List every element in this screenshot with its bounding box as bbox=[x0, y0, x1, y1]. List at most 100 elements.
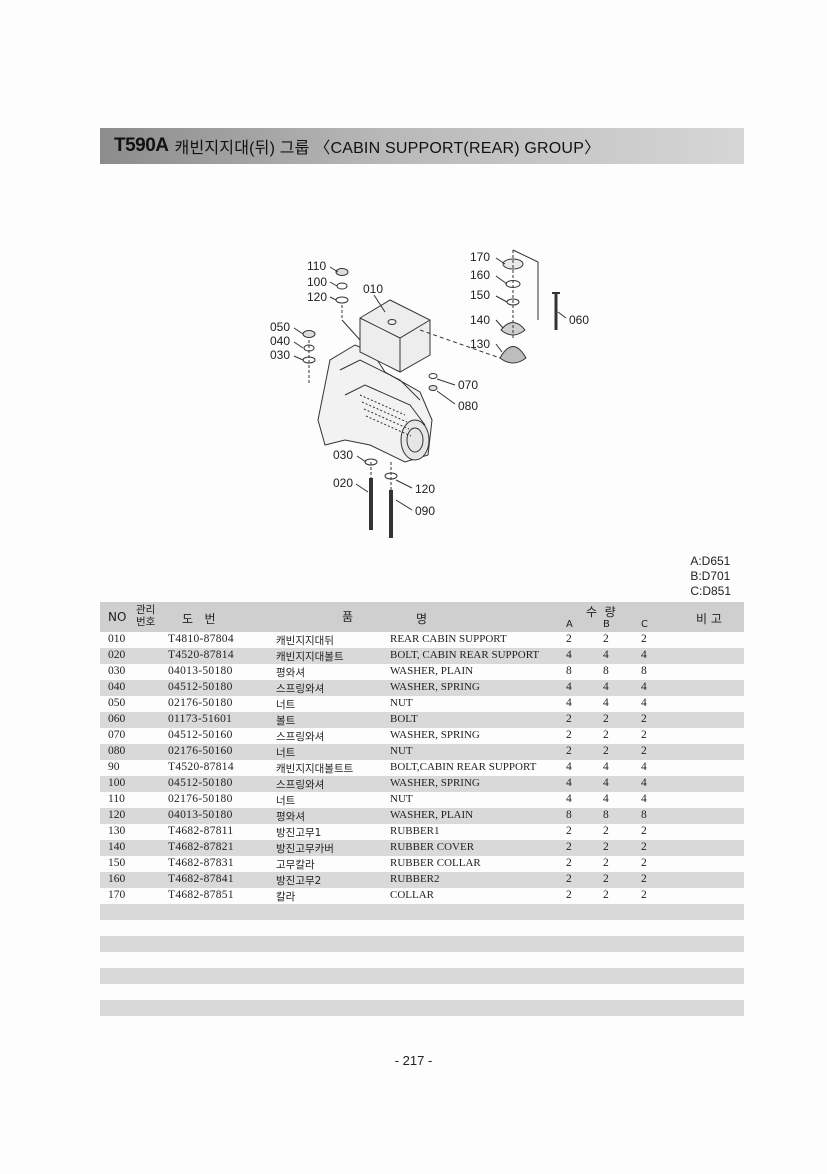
header-qty-b: B bbox=[603, 619, 610, 630]
cell-b: 4 bbox=[603, 697, 609, 709]
header-name-a: 품 bbox=[342, 610, 354, 624]
cell-kor: 칼라 bbox=[276, 891, 296, 903]
cell-eng: BOLT, CABIN REAR SUPPORT bbox=[390, 649, 540, 661]
header-qty-c: C bbox=[641, 619, 648, 630]
cell-part: 02176-50180 bbox=[168, 793, 233, 805]
cell-part: 02176-50180 bbox=[168, 697, 233, 709]
callout-030: 030 bbox=[270, 348, 290, 362]
cell-c: 2 bbox=[641, 825, 647, 837]
table-row bbox=[100, 984, 744, 1000]
exploded-parts-diagram: 110 100 120 010 050 040 030 170 160 150 … bbox=[270, 249, 589, 538]
cell-eng: NUT bbox=[390, 745, 413, 757]
model-code: T590A bbox=[114, 135, 169, 156]
cell-kor: 방진고무카버 bbox=[276, 843, 334, 855]
cell-a: 4 bbox=[566, 777, 572, 789]
cell-b: 4 bbox=[603, 777, 609, 789]
callout-060: 060 bbox=[569, 313, 589, 327]
cell-c: 2 bbox=[641, 713, 647, 725]
cell-c: 2 bbox=[641, 873, 647, 885]
page-number: - 217 - bbox=[394, 1053, 433, 1068]
group-title: 캐빈지지대(뒤) 그룹 〈CABIN SUPPORT(REAR) GROUP〉 bbox=[174, 140, 601, 157]
table-row bbox=[100, 968, 744, 984]
cell-eng: NUT bbox=[390, 793, 413, 805]
cell-b: 2 bbox=[603, 857, 609, 869]
cell-c: 4 bbox=[641, 697, 647, 709]
cell-c: 8 bbox=[641, 665, 647, 677]
cell-c: 2 bbox=[641, 889, 647, 901]
cell-part: T4682-87811 bbox=[168, 825, 234, 837]
cell-kor: 너트 bbox=[276, 747, 296, 759]
cell-eng: WASHER, SPRING bbox=[390, 729, 480, 741]
cell-eng: REAR CABIN SUPPORT bbox=[390, 633, 507, 645]
cell-b: 4 bbox=[603, 681, 609, 693]
cell-part: T4520-87814 bbox=[168, 761, 234, 773]
cell-a: 4 bbox=[566, 793, 572, 805]
callout-120-lower: 120 bbox=[415, 482, 435, 496]
cell-b: 2 bbox=[603, 729, 609, 741]
cell-b: 4 bbox=[603, 761, 609, 773]
cell-no: 170 bbox=[108, 889, 126, 901]
cell-no: 080 bbox=[108, 745, 126, 757]
cell-c: 4 bbox=[641, 649, 647, 661]
cell-c: 2 bbox=[641, 745, 647, 757]
cell-no: 050 bbox=[108, 697, 126, 709]
cell-no: 020 bbox=[108, 649, 126, 661]
header-mgmt-no: 관리 번호 bbox=[136, 604, 155, 628]
cell-no: 150 bbox=[108, 857, 126, 869]
header-no: NO bbox=[108, 610, 127, 624]
callout-030-lower: 030 bbox=[333, 448, 353, 462]
cell-eng: NUT bbox=[390, 697, 413, 709]
table-row bbox=[100, 904, 744, 920]
cell-a: 2 bbox=[566, 745, 572, 757]
cell-part: 04013-50180 bbox=[168, 809, 233, 821]
cell-no: 90 bbox=[108, 761, 120, 773]
cell-eng: BOLT,CABIN REAR SUPPORT bbox=[390, 761, 537, 773]
cell-eng: RUBBER1 bbox=[390, 825, 440, 837]
cell-part: 04013-50180 bbox=[168, 665, 233, 677]
cell-eng: RUBBER2 bbox=[390, 873, 440, 885]
callout-090: 090 bbox=[415, 504, 435, 518]
cell-no: 100 bbox=[108, 777, 126, 789]
cell-no: 040 bbox=[108, 681, 126, 693]
cell-b: 2 bbox=[603, 873, 609, 885]
cell-a: 2 bbox=[566, 873, 572, 885]
cell-no: 010 bbox=[108, 633, 126, 645]
cell-part: T4682-87851 bbox=[168, 889, 234, 901]
cell-part: T4682-87841 bbox=[168, 873, 234, 885]
callout-010: 010 bbox=[363, 282, 383, 296]
cell-part: T4682-87831 bbox=[168, 857, 234, 869]
cell-b: 8 bbox=[603, 809, 609, 821]
cell-b: 2 bbox=[603, 841, 609, 853]
header-remark: 비 고 bbox=[696, 612, 722, 626]
section-title-bar: T590A 캐빈지지대(뒤) 그룹 〈CABIN SUPPORT(REAR) G… bbox=[100, 128, 744, 164]
cell-no: 070 bbox=[108, 729, 126, 741]
header-part-no: 도 번 bbox=[182, 612, 216, 626]
cell-kor: 캐빈지지대뒤 bbox=[276, 635, 334, 647]
cell-part: 02176-50160 bbox=[168, 745, 233, 757]
table-row bbox=[100, 1000, 744, 1016]
table-header: NO 관리 번호 도 번 품 명 수 량 A B C 비 고 bbox=[100, 602, 744, 632]
cell-a: 4 bbox=[566, 761, 572, 773]
cell-eng: WASHER, PLAIN bbox=[390, 665, 474, 677]
cell-kor: 스프링와셔 bbox=[276, 779, 325, 791]
callout-170: 170 bbox=[470, 250, 490, 264]
cell-kor: 스프링와셔 bbox=[276, 683, 325, 695]
callout-150: 150 bbox=[470, 288, 490, 302]
cell-eng: RUBBER COVER bbox=[390, 841, 475, 853]
cell-b: 2 bbox=[603, 889, 609, 901]
cell-c: 2 bbox=[641, 633, 647, 645]
header-qty: 수 량 bbox=[586, 605, 616, 619]
cell-a: 2 bbox=[566, 841, 572, 853]
callout-020: 020 bbox=[333, 476, 353, 490]
